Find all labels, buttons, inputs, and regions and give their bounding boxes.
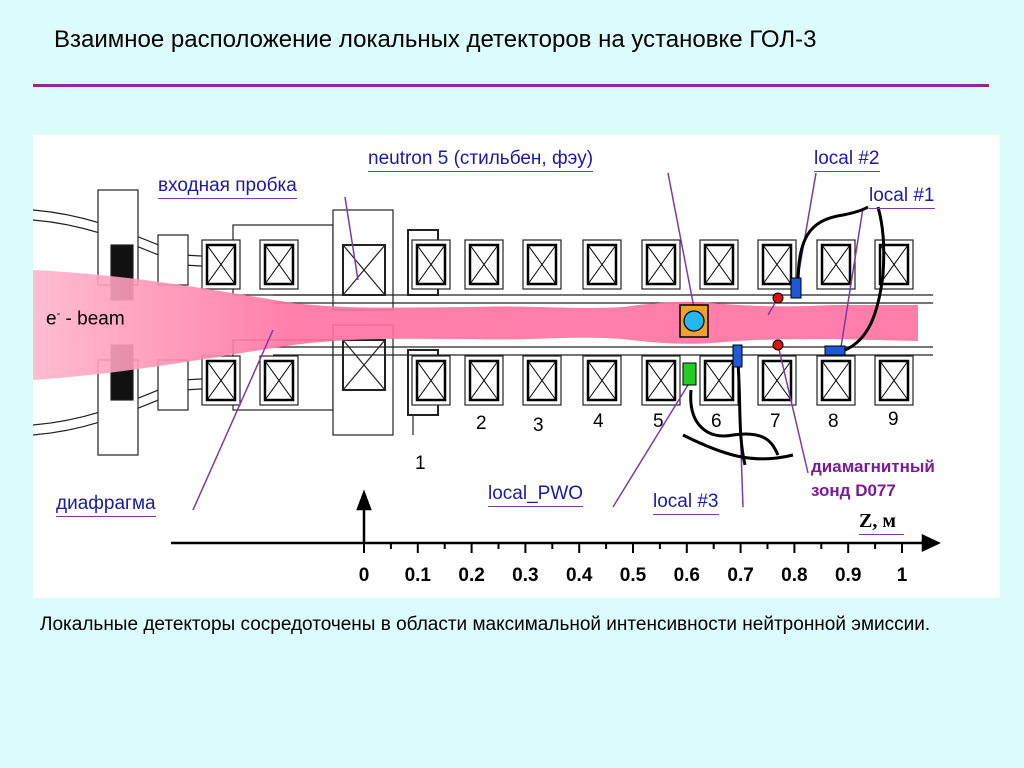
- z-axis-tick-label: 1: [896, 565, 908, 586]
- z-axis-tick-label: 0.6: [673, 565, 701, 586]
- z-axis-ticks: [363, 543, 903, 553]
- z-axis-tick-label: 0.9: [834, 565, 862, 586]
- local2-label: local #2: [814, 148, 880, 172]
- diaphragm-label: диафрагма: [56, 493, 156, 517]
- coil: [699, 355, 739, 406]
- local1-label: local #1: [869, 185, 935, 209]
- facility-diagram: e- - beam входная пробка neutron 5 (стил…: [33, 135, 1000, 598]
- neutron5-scintillator: [683, 310, 705, 332]
- local1-detector: [824, 345, 846, 356]
- local3-detector: [732, 344, 743, 368]
- coil: [259, 239, 299, 290]
- coil: [259, 355, 299, 406]
- coil: [641, 239, 681, 290]
- diamagnetic-probe-top: [772, 292, 784, 304]
- coil: [582, 355, 622, 406]
- coil: [522, 239, 562, 290]
- local2-detector: [790, 277, 802, 299]
- coil: [522, 355, 562, 406]
- coil: [411, 355, 451, 406]
- coil: [699, 239, 739, 290]
- input-plug-label: входная пробка: [158, 175, 297, 199]
- electron-beam: [33, 270, 918, 380]
- z-axis-tick-label: 0.3: [512, 565, 539, 586]
- coil-number: 6: [711, 411, 722, 432]
- z-axis-tick-label: 0.2: [458, 565, 485, 586]
- solenoid-coils: [201, 239, 914, 406]
- coil: [757, 355, 797, 406]
- slide-caption: Локальные детекторы сосредоточены в обла…: [40, 614, 931, 635]
- coil: [641, 355, 681, 406]
- coil-number: 3: [533, 415, 544, 436]
- diamagnetic-probe-label-line1: диамагнитный: [811, 457, 935, 476]
- local3-label: local #3: [653, 491, 719, 515]
- coil: [201, 355, 241, 406]
- beam-label: e- - beam: [46, 308, 125, 330]
- coil-number: 2: [476, 413, 487, 434]
- coil-number: 5: [653, 411, 664, 432]
- coil-number: 7: [770, 411, 781, 432]
- coil: [874, 355, 914, 406]
- local-pwo-label: local_PWO: [488, 483, 584, 507]
- coil-number: 9: [888, 409, 899, 430]
- coil: [757, 239, 797, 290]
- local-pwo-detector: [682, 362, 697, 386]
- z-axis-tick-label: 0.8: [781, 565, 808, 586]
- detectors: [679, 277, 846, 386]
- detector-cables: [682, 205, 886, 466]
- coil-number: 1: [415, 453, 426, 474]
- diamagnetic-probe-bottom: [772, 339, 784, 351]
- z-axis-tick-label: 0.1: [404, 565, 432, 586]
- diamagnetic-probe-label-line2: зонд D077: [811, 481, 896, 500]
- diamagnetic-probe-label: диамагнитный зонд D077: [811, 455, 935, 503]
- coil: [464, 355, 504, 406]
- coil: [816, 355, 856, 406]
- coil-number: 4: [593, 411, 604, 432]
- neutron5-label: neutron 5 (стильбен, фэу): [368, 148, 594, 172]
- z-axis-tick-label: 0.7: [727, 565, 754, 586]
- coil: [582, 239, 622, 290]
- diagram-drawing: [33, 172, 941, 553]
- z-axis-tick-label: 0.5: [619, 565, 647, 586]
- coil-number: 8: [828, 411, 839, 432]
- title-divider: [33, 84, 989, 87]
- coil: [816, 239, 856, 290]
- coil: [201, 239, 241, 290]
- z-axis: [171, 489, 941, 552]
- coil: [411, 239, 451, 290]
- coil: [464, 239, 504, 290]
- z-axis-tick-label: 0: [358, 565, 370, 586]
- slide-title: Взаимное расположение локальных детектор…: [54, 26, 817, 53]
- z-axis-tick-label: 0.4: [565, 565, 593, 586]
- z-axis-label: Z, м: [859, 510, 904, 535]
